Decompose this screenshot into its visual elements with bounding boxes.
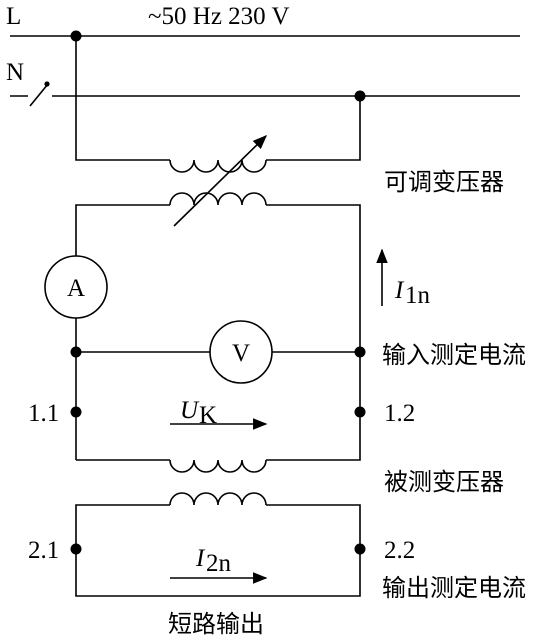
variac-primary-wiring-right [266,96,361,161]
voltage-symbol: U [180,397,200,424]
terminal-2-1 [70,543,82,555]
terminal-1-1 [70,406,82,418]
supply-rating: ~50 Hz 230 V [148,3,290,30]
input-current-subscript: 1n [405,282,431,309]
test-transformer-label: 被测变压器 [384,468,504,496]
terminal-1-2-label: 1.2 [384,400,415,427]
voltmeter-symbol: V [232,340,250,367]
terminal-2-1-label: 2.1 [28,537,59,564]
terminal-2-2-label: 2.2 [384,537,415,564]
neutral-switch [29,83,49,107]
test-transformer-secondary-coil [169,492,267,506]
variac-secondary-right-wire [266,204,361,461]
variac-secondary-left-wire [75,204,170,256]
terminal-1-2 [354,406,366,418]
neutral-label-N: N [6,59,24,86]
secondary-loop-wiring [75,504,361,597]
test-transformer-primary-coil [169,459,267,473]
voltmeter [209,320,273,384]
terminal-1-1-label: 1.1 [28,400,59,427]
junction-voltmeter-right [354,346,366,358]
input-current-label: 输入测定电流 [382,341,526,369]
junction-voltmeter-left [70,346,82,358]
line-label-L: L [6,3,21,30]
input-current-symbol: I [394,277,405,304]
terminal-2-2 [354,543,366,555]
short-circuit-label: 短路输出 [168,610,264,638]
ammeter-symbol: A [67,275,85,302]
variac-primary-wiring [75,36,170,161]
variac-adjust-arrow [173,134,268,227]
output-current-symbol: I [195,545,206,572]
neutral-switch-contact [44,81,50,87]
adjustable-transformer-label: 可调变压器 [384,168,504,196]
voltage-subscript: K [199,402,217,429]
output-current-subscript: 2n [206,550,232,577]
output-current-label: 输出测定电流 [382,574,526,602]
ammeter [44,255,108,319]
variac-primary-coil [169,159,267,173]
variac-secondary-coil [169,192,267,206]
